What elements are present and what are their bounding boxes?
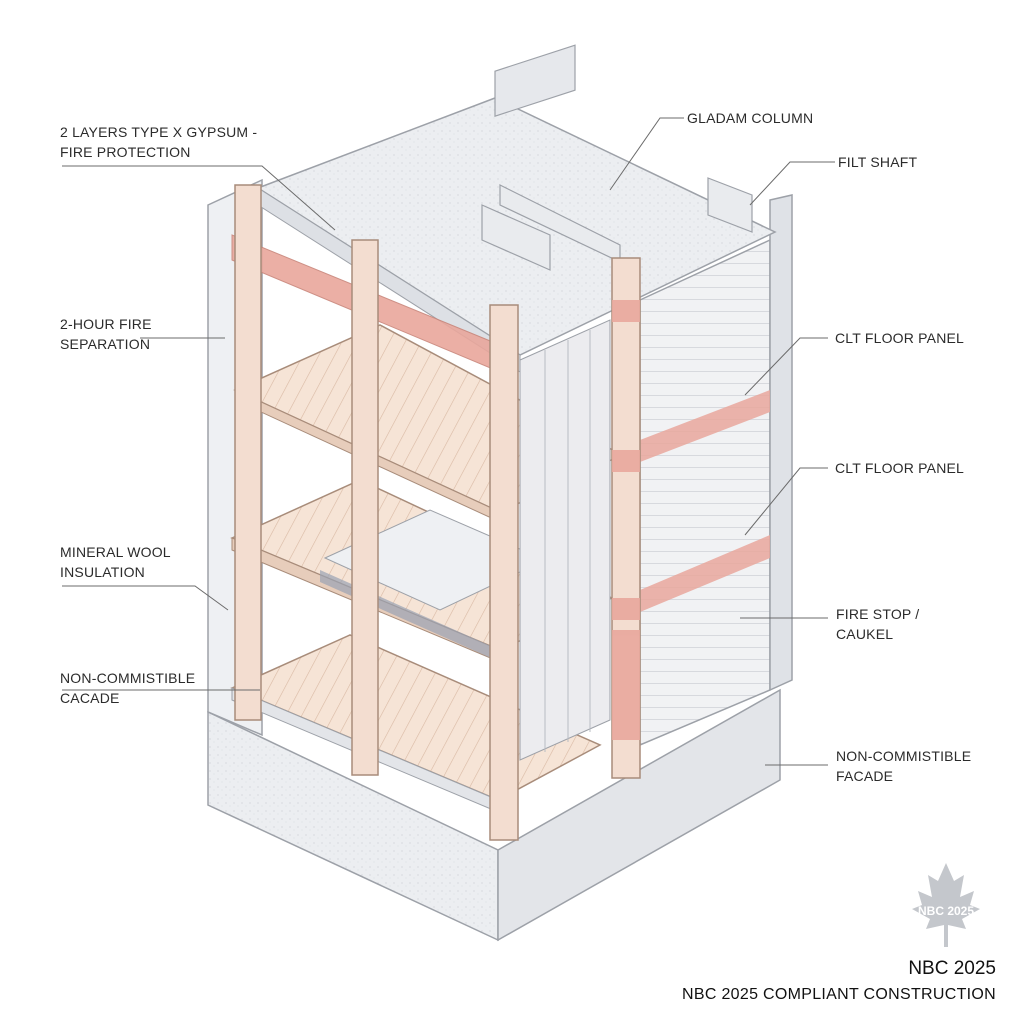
leader-lines <box>62 117 835 766</box>
label-gypsum-line1: 2 LAYERS TYPE X GYPSUM - <box>60 124 258 140</box>
right-facade-wall <box>639 194 793 747</box>
label-fire-separation-line2: SEPARATION <box>60 336 151 352</box>
column-fire-bands <box>612 300 640 740</box>
maple-leaf-icon <box>912 863 980 947</box>
label-mineral-wool-line1: MINERAL WOOL <box>60 544 171 560</box>
page-subtitle: NBC 2025 COMPLIANT CONSTRUCTION <box>682 986 996 1003</box>
roof-slab <box>256 44 777 373</box>
page-title: NBC 2025 <box>908 958 996 979</box>
label-clt-panel-lower: CLT FLOOR PANEL <box>835 460 965 476</box>
label-facade-right-line1: NON-COMMISTIBLE <box>836 748 972 764</box>
lift-shaft-core <box>519 319 611 761</box>
glulam-columns <box>234 184 641 841</box>
label-lift-shaft: FILT SHAFT <box>838 154 918 170</box>
label-facade-right-line2: FACADE <box>836 768 894 784</box>
label-facade-left: NON-COMMISTIBLE CACADE <box>60 668 195 708</box>
label-gypsum: 2 LAYERS TYPE X GYPSUM - FIRE PROTECTION <box>60 122 257 162</box>
label-glulam-column: GLADAM COLUMN <box>687 110 814 126</box>
label-fire-stop-line1: FIRE STOP / <box>836 606 920 622</box>
label-facade-left-line2: CACADE <box>60 690 120 706</box>
label-gypsum-line2: FIRE PROTECTION <box>60 144 191 160</box>
label-fire-stop-line2: CAUKEL <box>836 626 894 642</box>
label-mineral-wool: MINERAL WOOL INSULATION <box>60 542 171 582</box>
label-facade-right: NON-COMMISTIBLE FACADE <box>836 746 971 786</box>
label-fire-separation-line1: 2-HOUR FIRE <box>60 316 152 332</box>
badge-text: NBC 2025 <box>918 904 974 918</box>
label-clt-panel-upper: CLT FLOOR PANEL <box>835 330 965 346</box>
label-mineral-wool-line2: INSULATION <box>60 564 145 580</box>
label-facade-left-line1: NON-COMMISTIBLE <box>60 670 196 686</box>
concrete-base <box>207 688 781 942</box>
label-fire-separation: 2-HOUR FIRE SEPARATION <box>60 314 152 354</box>
label-fire-stop: FIRE STOP / CAUKEL <box>836 604 919 644</box>
